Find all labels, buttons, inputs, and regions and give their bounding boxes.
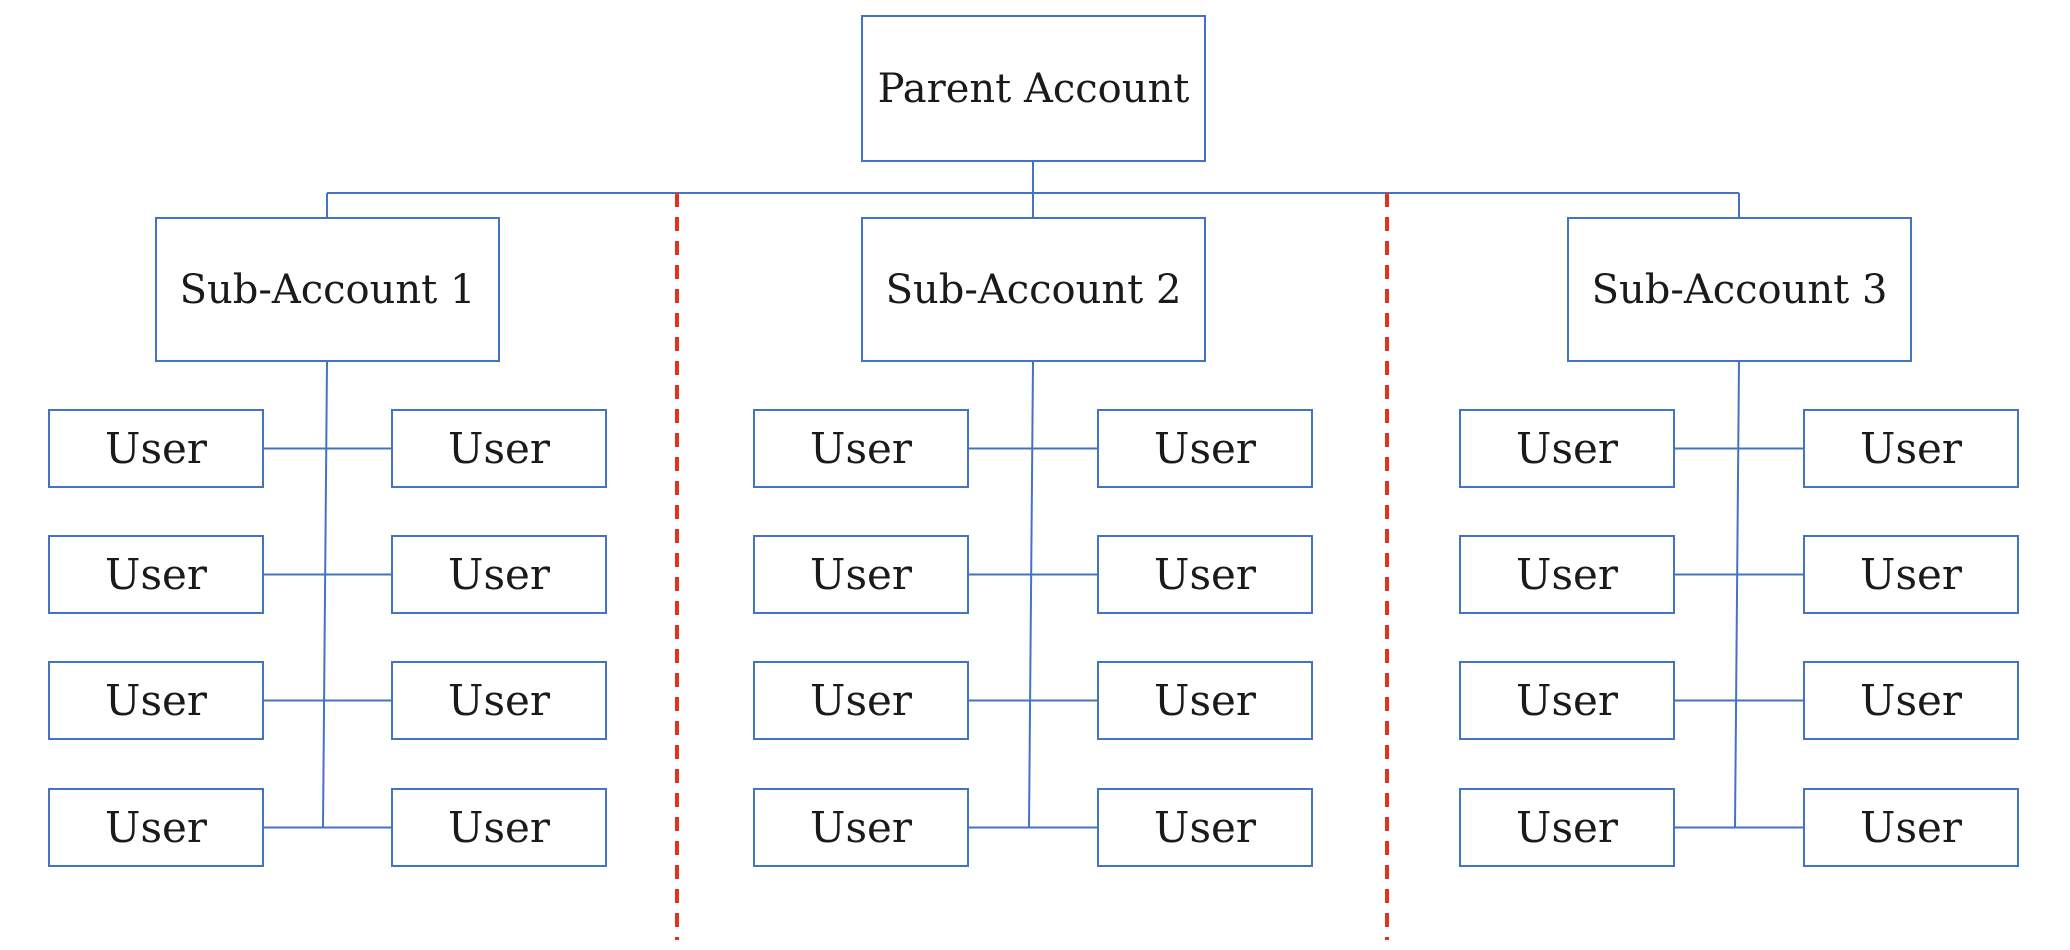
user-box: User [48,661,264,740]
user-label: User [1154,550,1256,599]
parent-account-label: Parent Account [877,65,1190,112]
sub-account-3-trunk [1734,361,1740,828]
user-label: User [1516,676,1618,725]
sub-account-3-box: Sub-Account 3 [1567,217,1912,362]
user-label: User [105,424,207,473]
user-box: User [48,788,264,867]
user-label: User [105,550,207,599]
user-box: User [1803,788,2019,867]
sub-account-label: Sub-Account 2 [885,266,1182,313]
user-box: User [391,788,607,867]
user-label: User [810,550,912,599]
user-label: User [105,803,207,852]
sub-account-2-trunk [1028,361,1034,828]
user-box: User [1459,788,1675,867]
user-box: User [391,409,607,488]
user-box: User [753,661,969,740]
user-box: User [391,661,607,740]
user-label: User [1516,424,1618,473]
sub-account-1-trunk [322,361,328,828]
user-box: User [1097,788,1313,867]
user-label: User [1154,803,1256,852]
user-box: User [48,409,264,488]
user-box: User [1803,661,2019,740]
user-box: User [1459,661,1675,740]
sub-account-2-box: Sub-Account 2 [861,217,1206,362]
sub-account-label: Sub-Account 1 [179,266,476,313]
user-label: User [810,676,912,725]
user-label: User [105,676,207,725]
user-box: User [1097,661,1313,740]
user-box: User [1459,409,1675,488]
user-box: User [1459,535,1675,614]
user-label: User [1860,803,1962,852]
user-label: User [810,424,912,473]
user-label: User [1154,424,1256,473]
user-label: User [1154,676,1256,725]
user-box: User [48,535,264,614]
user-box: User [753,409,969,488]
sub-account-label: Sub-Account 3 [1591,266,1888,313]
user-label: User [448,803,550,852]
user-box: User [1097,535,1313,614]
user-box: User [391,535,607,614]
user-box: User [1097,409,1313,488]
user-label: User [1516,803,1618,852]
user-box: User [753,535,969,614]
sub-account-1-box: Sub-Account 1 [155,217,500,362]
user-label: User [1516,550,1618,599]
user-box: User [1803,535,2019,614]
parent-account-box: Parent Account [861,15,1206,162]
user-label: User [448,424,550,473]
user-label: User [1860,550,1962,599]
user-label: User [448,676,550,725]
user-box: User [753,788,969,867]
user-label: User [1860,424,1962,473]
user-label: User [448,550,550,599]
user-label: User [810,803,912,852]
user-label: User [1860,676,1962,725]
user-box: User [1803,409,2019,488]
